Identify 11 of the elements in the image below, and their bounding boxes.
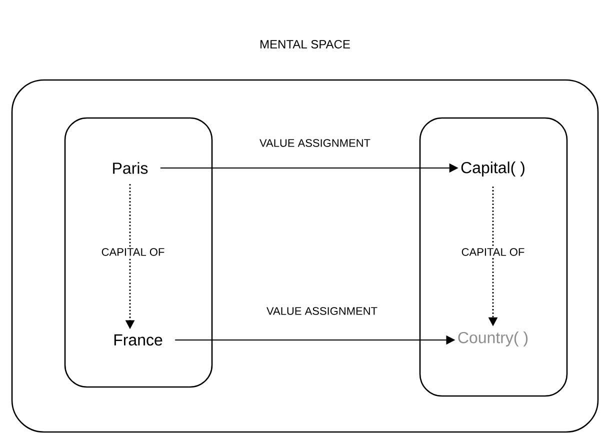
edge-label: VALUE ASSIGNMENT — [258, 138, 372, 148]
edge-label: CAPITAL OF — [460, 247, 526, 257]
term-text: Paris — [113, 162, 148, 174]
group-box — [419, 117, 568, 397]
node-label: MENTAL SPACE — [260, 40, 350, 48]
edge-label: CAPITAL OF — [100, 247, 166, 257]
term-text: Capital( ) — [461, 162, 524, 176]
edge-label: VALUE ASSIGNMENT — [265, 306, 379, 316]
term-text: France — [114, 334, 162, 346]
term-text: Country( ) — [458, 332, 528, 346]
group-box — [64, 117, 213, 388]
